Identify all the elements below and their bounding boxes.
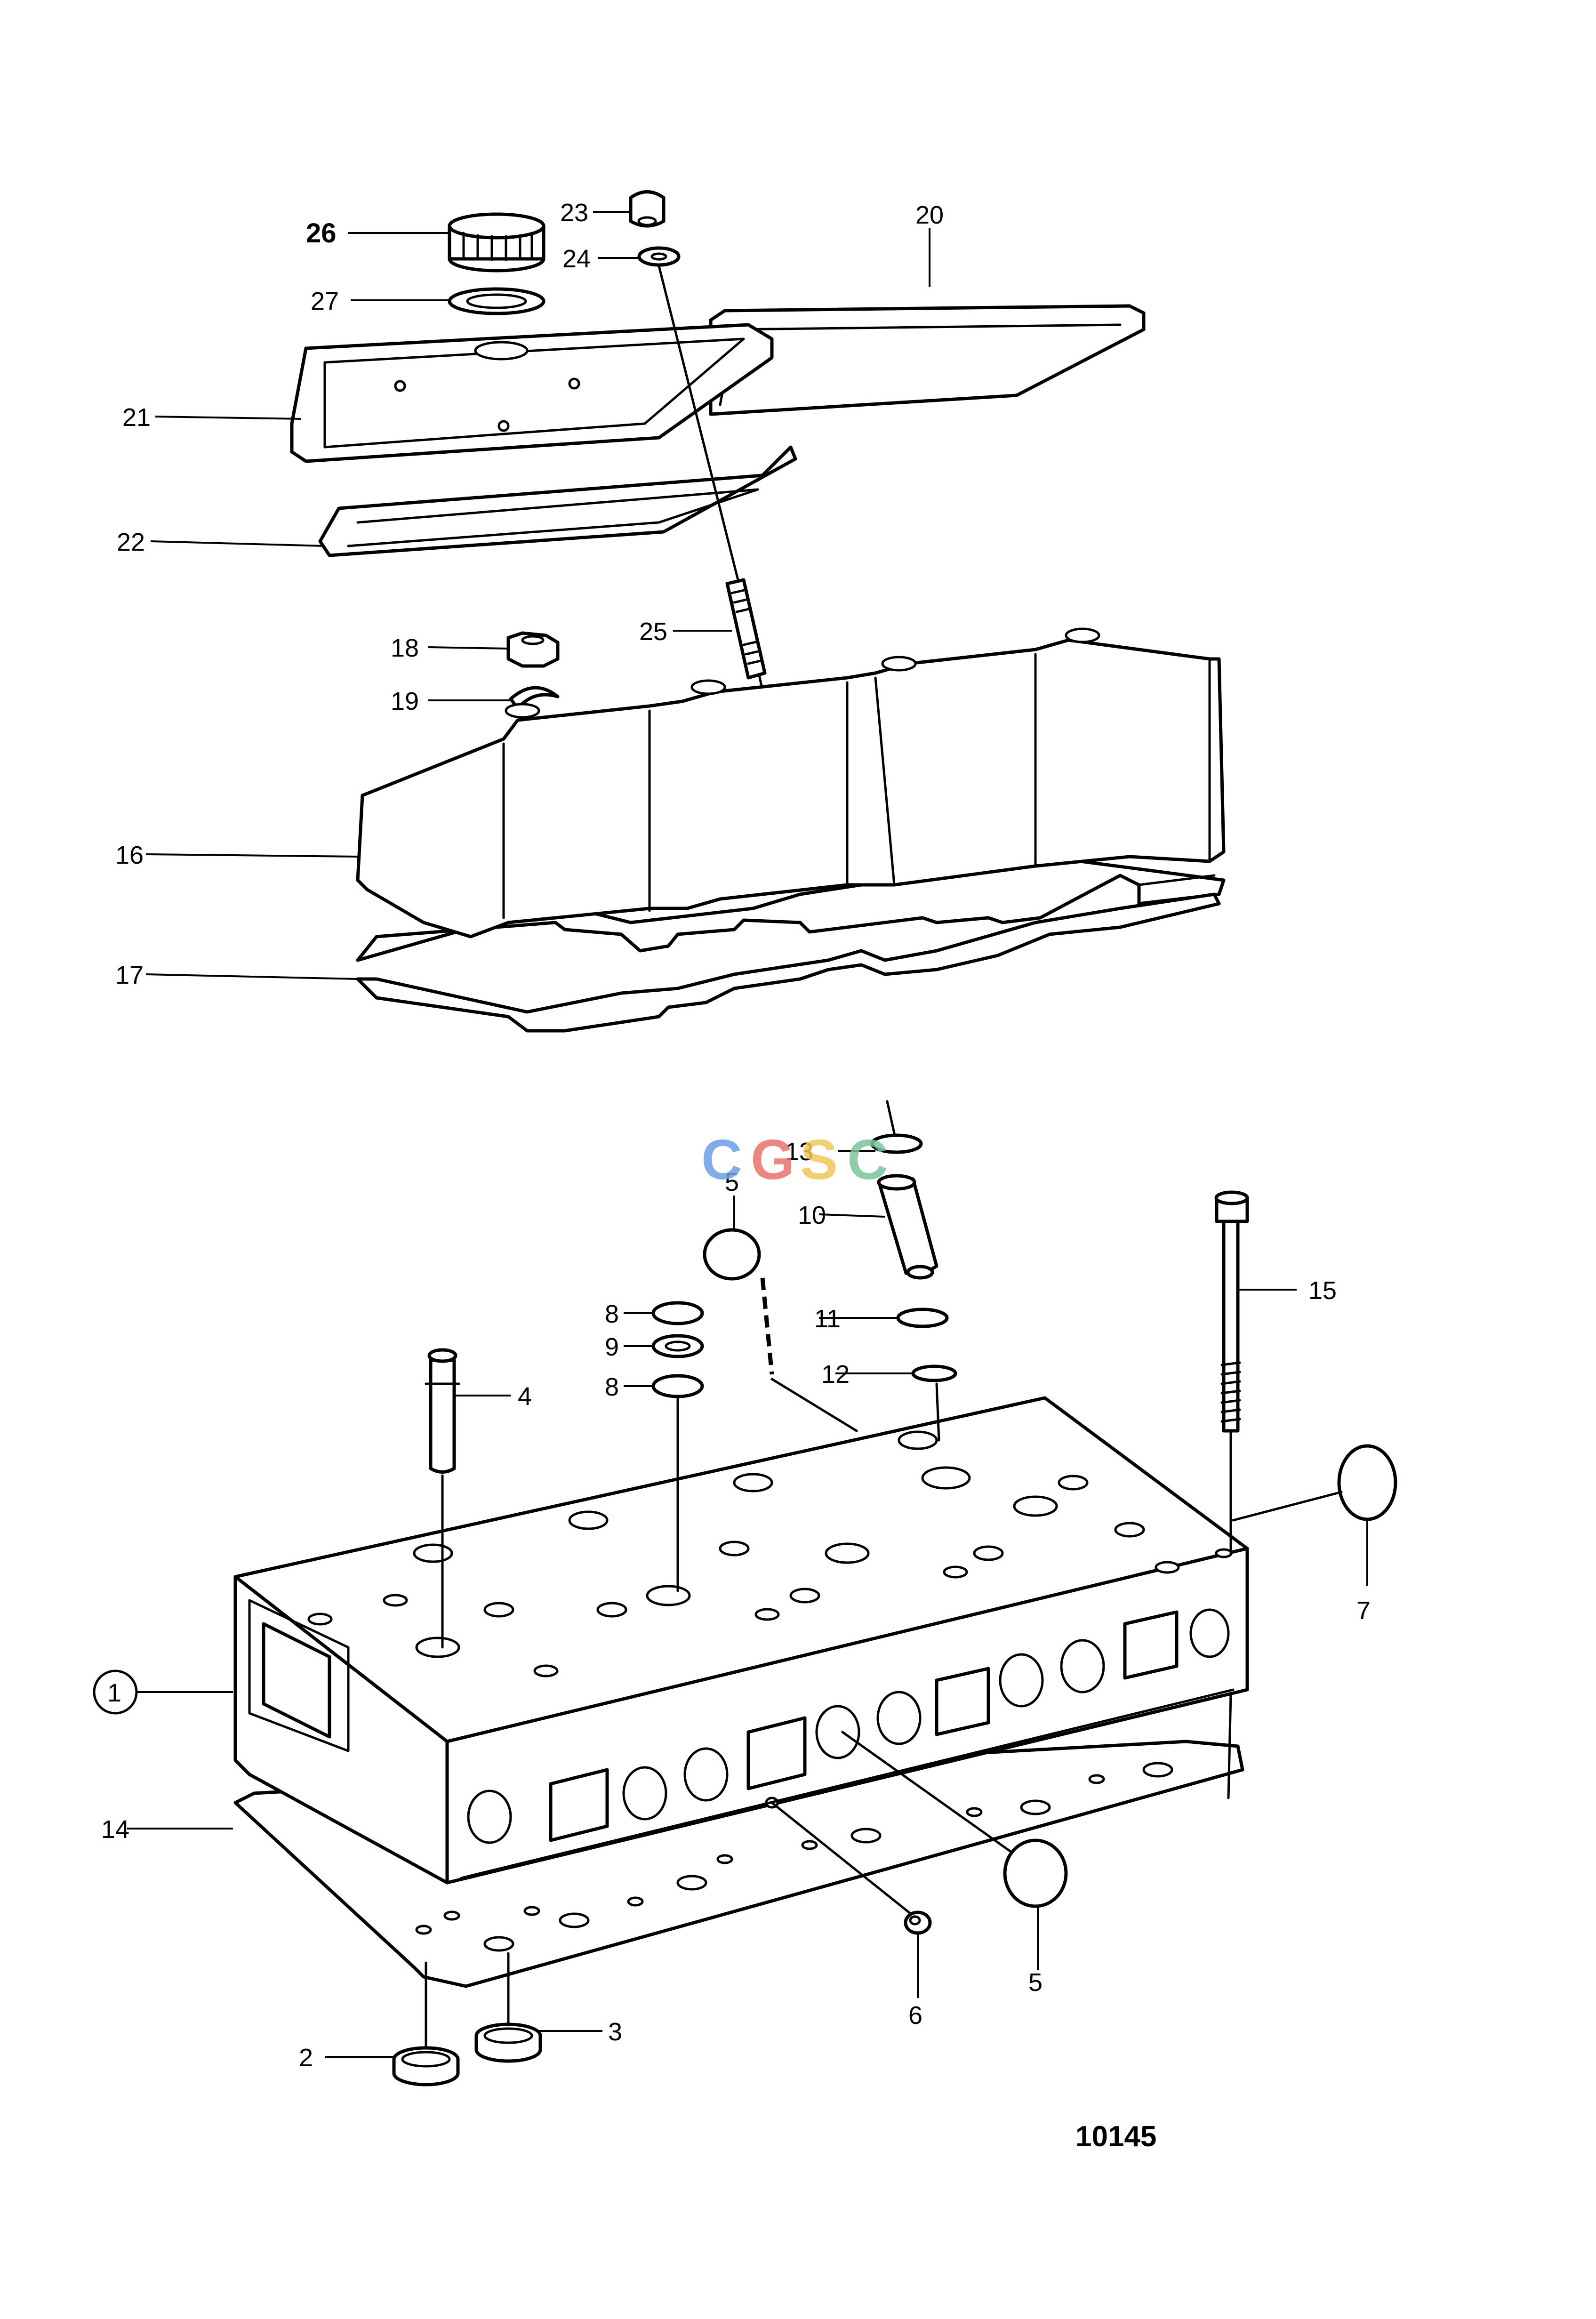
callout-2: 2 bbox=[299, 2044, 313, 2072]
part-6-plug bbox=[770, 1801, 932, 1935]
callout-5-bottom: 5 bbox=[1028, 1968, 1043, 1997]
callout-8-lower: 8 bbox=[605, 1373, 619, 1401]
part-8-seal-upper bbox=[651, 1301, 704, 1325]
part-18-nut bbox=[506, 631, 560, 668]
part-11-o-ring bbox=[896, 1308, 949, 1328]
watermark-letter-2: G bbox=[751, 1128, 794, 1191]
callout-13: 13 bbox=[785, 1138, 813, 1166]
part-7-core-plug-right bbox=[1232, 1444, 1397, 1522]
callout-21: 21 bbox=[122, 403, 151, 432]
part-15-head-bolt bbox=[1214, 1190, 1249, 1799]
callout-26: 26 bbox=[306, 218, 337, 249]
callout-27: 27 bbox=[311, 287, 339, 315]
watermark-letter-3: S bbox=[800, 1128, 838, 1191]
part-2-seat-ring bbox=[392, 2046, 460, 2086]
callout-4: 4 bbox=[518, 1382, 532, 1411]
callout-18: 18 bbox=[391, 634, 419, 662]
part-20-valve-cover-rear bbox=[709, 304, 1146, 416]
callout-11: 11 bbox=[814, 1305, 841, 1333]
callout-23: 23 bbox=[560, 199, 588, 227]
callout-15: 15 bbox=[1308, 1276, 1337, 1305]
callout-leaders bbox=[127, 211, 1368, 2058]
part-24-washer bbox=[637, 246, 681, 267]
part-1-cylinder-head bbox=[233, 1396, 1249, 1885]
callout-7: 7 bbox=[1356, 1597, 1371, 1625]
callout-24: 24 bbox=[562, 245, 591, 273]
part-4-valve-guide bbox=[425, 1348, 460, 1649]
callout-1-circle bbox=[93, 1669, 138, 1715]
part-21-valve-cover-front bbox=[290, 323, 774, 463]
watermark-letter-1: C bbox=[701, 1128, 742, 1191]
callout-19: 19 bbox=[391, 687, 419, 715]
part-16-rocker-cover bbox=[356, 627, 1226, 939]
callout-3: 3 bbox=[608, 2018, 622, 2046]
part-9-washer bbox=[651, 1334, 704, 1358]
callout-12: 12 bbox=[821, 1360, 850, 1388]
part-26-filler-cap bbox=[448, 212, 545, 273]
part-27-seal-ring bbox=[448, 287, 545, 315]
callout-16: 16 bbox=[115, 841, 144, 869]
callout-9: 9 bbox=[605, 1333, 619, 1361]
part-5-core-plug-bottom bbox=[841, 1731, 1068, 1908]
part-5-core-plug-top bbox=[703, 1228, 858, 1432]
watermark-letter-4: C bbox=[847, 1128, 888, 1191]
callout-8-upper: 8 bbox=[605, 1300, 619, 1328]
callout-25: 25 bbox=[639, 618, 667, 646]
part-12-o-ring bbox=[911, 1364, 957, 1442]
callout-17: 17 bbox=[115, 961, 144, 989]
callout-1: 1 bbox=[107, 1679, 121, 1707]
part-22-cover-gasket bbox=[318, 445, 797, 557]
callout-10: 10 bbox=[798, 1201, 826, 1229]
part-10-injector-sleeve bbox=[877, 1174, 938, 1280]
watermark-logo: C G S C bbox=[701, 1128, 888, 1191]
callout-14: 14 bbox=[101, 1815, 129, 1844]
callout-22: 22 bbox=[117, 528, 145, 556]
callout-20: 20 bbox=[915, 201, 944, 229]
figure-number: 10145 bbox=[1075, 2120, 1156, 2153]
part-3-seat-ring bbox=[474, 2022, 542, 2063]
callout-5-top: 5 bbox=[725, 1168, 739, 1196]
part-13-injector-seal bbox=[870, 1100, 923, 1154]
callout-6: 6 bbox=[908, 2001, 922, 2030]
part-23-cap-nut bbox=[629, 190, 666, 228]
